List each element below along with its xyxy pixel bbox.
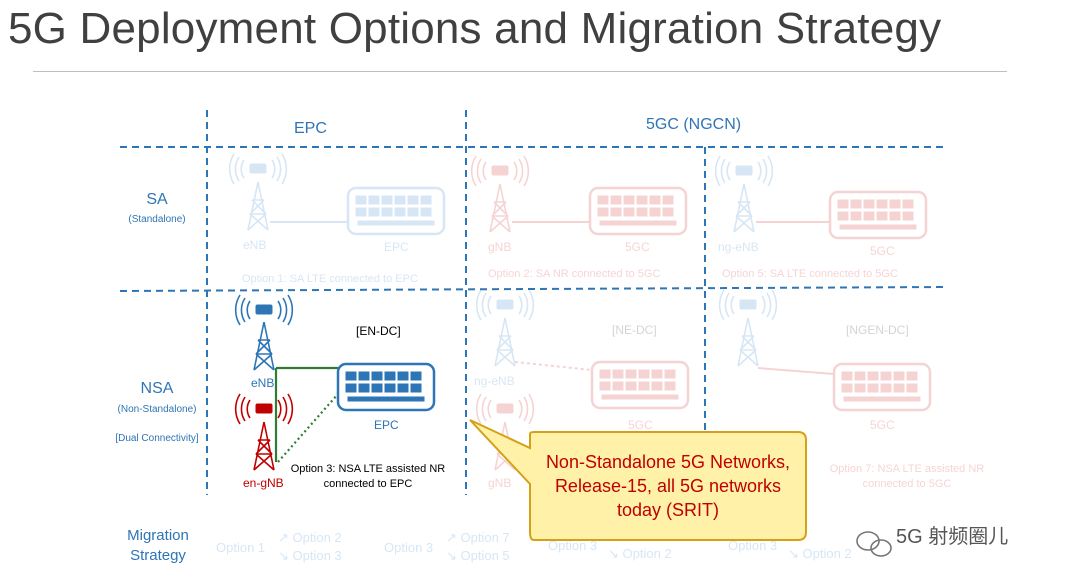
opt1-caption: Option 1: SA LTE connected to EPC [242,273,418,285]
callout-box [469,419,807,541]
en-gnb-tower-icon [253,421,275,471]
opt2-ran-label: gNB [488,240,512,254]
opt4-core-label: 5GC [628,418,653,432]
opt3-en-gnb-label: en-gNB [243,476,284,490]
enb-antenna-icon [234,294,294,326]
opt1-ran-label: eNB [243,238,267,252]
engnb-epc-link [277,393,339,463]
column-header-epc: EPC [294,120,327,137]
opt5-core-label: 5GC [870,244,895,258]
migration-1-to1: ↗ Option 2 [278,530,342,545]
opt5-cell-faded [714,155,928,240]
opt3-epc-label: EPC [374,418,399,432]
row-sub2-nsa: [Dual Connectivity] [115,433,199,444]
column-header-5gc: 5GC (NGCN) [646,116,742,133]
opt7-cell-faded [718,289,932,412]
opt4-mode-label: [NE-DC] [612,323,657,337]
opt7-core-label: 5GC [870,418,895,432]
opt2-caption: Option 2: SA NR connected to 5GC [488,268,661,280]
opt3-caption: Option 3: NSA LTE assisted NR connected … [290,463,446,490]
opt3-mode-label: [EN-DC] [356,324,401,338]
enb-tower-icon [253,321,275,371]
opt1-cell-faded [228,153,446,236]
opt4-cell-faded [475,289,690,471]
wechat-logo-icon [856,531,892,557]
row-sub-nsa: (Non-Standalone) [117,404,197,415]
migration-3-from: Option 3 [548,538,598,553]
migration-4-from: Option 3 [728,538,778,553]
row-label-sa: SA [146,191,168,208]
migration-1-from: Option 1 [216,540,266,555]
opt4-ran2-label: gNB [488,476,512,490]
row-label-migration: Migration Strategy [127,527,189,564]
en-gnb-antenna-icon [234,393,294,425]
page-title: 5G Deployment Options and Migration Stra… [8,4,942,53]
opt1-core-label: EPC [384,240,409,254]
callout-text: Non-Standalone 5G Networks, Release-15, … [545,452,791,520]
opt2-cell-faded [470,155,688,236]
watermark-text: 5G 射频圈儿 [896,526,1009,548]
row-label-nsa: NSA [140,380,174,397]
opt3-enb-label: eNB [251,376,275,390]
migration-4-to2: ↘ Option 2 [788,546,852,561]
opt5-caption: Option 5: SA LTE connected to 5GC [722,268,898,280]
opt7-caption: Option 7: NSA LTE assisted NR connected … [829,463,985,490]
migration-2-to2: ↘ Option 5 [446,548,510,563]
row-sub-sa: (Standalone) [128,214,186,225]
opt5-ran-label: ng-eNB [718,240,759,254]
migration-1-to2: ↘ Option 3 [278,548,342,563]
epc-core-icon [336,362,436,412]
title-underline [33,71,1007,72]
opt2-core-label: 5GC [625,240,650,254]
migration-2-to1: ↗ Option 7 [446,530,510,545]
migration-2-from: Option 3 [384,540,434,555]
opt7-mode-label: [NGEN-DC] [846,323,909,337]
opt4-ran1-label: ng-eNB [474,374,515,388]
opt3-cell [234,294,436,471]
migration-3-to2: ↘ Option 2 [608,546,672,561]
